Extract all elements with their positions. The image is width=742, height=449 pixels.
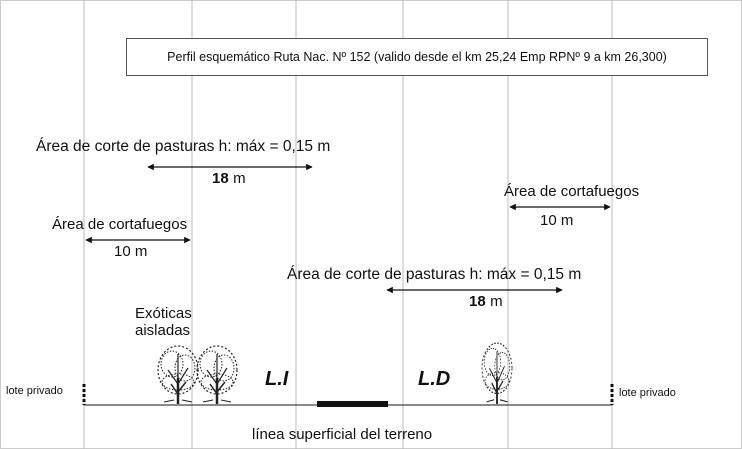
exotic-trees-label: Exóticas aisladas (135, 305, 192, 339)
road-pavement (317, 401, 388, 407)
right-firebreak-width: 10 m (540, 212, 574, 229)
width-unit: m (233, 170, 246, 187)
private-lot-left-label: lote privado (6, 385, 63, 397)
left-pasture-area-label: Área de corte de pasturas h: máx = 0,15 … (36, 138, 331, 155)
width-number: 18 (469, 293, 486, 310)
left-firebreak-label: Área de cortafuegos (52, 216, 188, 233)
right-lane-label: L.D (418, 368, 451, 390)
right-pasture-width: 18 m (469, 293, 503, 311)
private-lot-right-label: lote privado (619, 387, 676, 399)
left-lane-label: L.I (265, 368, 289, 390)
right-firebreak-label: Área de cortafuegos (504, 183, 640, 200)
width-number: 18 (212, 170, 229, 187)
left-pasture-width: 18 m (212, 170, 246, 188)
ground-line-label: línea superficial del terreno (252, 426, 433, 443)
width-unit: m (490, 293, 503, 310)
right-pasture-area-label: Área de corte de pasturas h: máx = 0,15 … (287, 266, 582, 283)
diagram-title: Perfil esquemático Ruta Nac. Nº 152 (val… (126, 38, 708, 76)
exotic-tree-icon (195, 344, 239, 406)
left-firebreak-width: 10 m (114, 243, 148, 260)
